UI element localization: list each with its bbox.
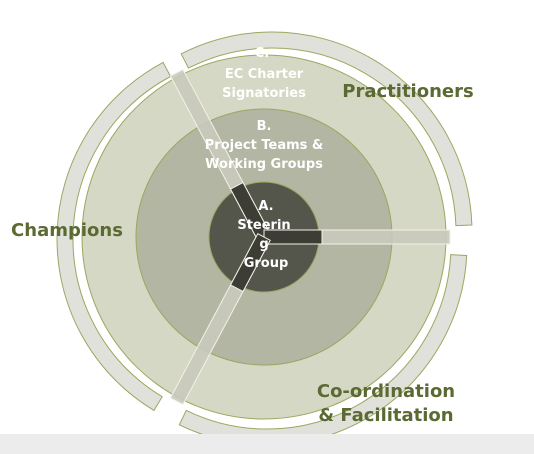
- separator-band-lower-left-core: [229, 233, 271, 293]
- coordination-outer-segment: [178, 254, 468, 446]
- ring-c-letter: C.: [255, 46, 269, 61]
- footer-band: [0, 434, 534, 454]
- coordination-label-line2: & Facilitation: [318, 405, 453, 426]
- ring-a-label-line3: Group: [244, 256, 289, 271]
- ring-b-letter: B.: [257, 119, 272, 134]
- champions-label: Champions: [11, 220, 123, 241]
- champions-outer-segment: [56, 61, 172, 412]
- ring-a-letter: A.: [258, 199, 273, 214]
- ring-b-label-line2: Working Groups: [205, 157, 323, 172]
- ring-c-label-line1: EC Charter: [225, 67, 304, 82]
- practitioners-outer-segment: [180, 31, 473, 227]
- ring-b-label-line1: Project Teams &: [205, 138, 323, 153]
- practitioners-label: Practitioners: [342, 81, 473, 102]
- ring-a-label-line1: Steerin: [237, 218, 290, 233]
- ring-a-label-line2: g: [259, 237, 268, 252]
- ring-c-label-line2: Signatories: [222, 86, 306, 101]
- coordination-label-line1: Co-ordination: [317, 381, 455, 402]
- separator-band-right-core: [263, 229, 323, 245]
